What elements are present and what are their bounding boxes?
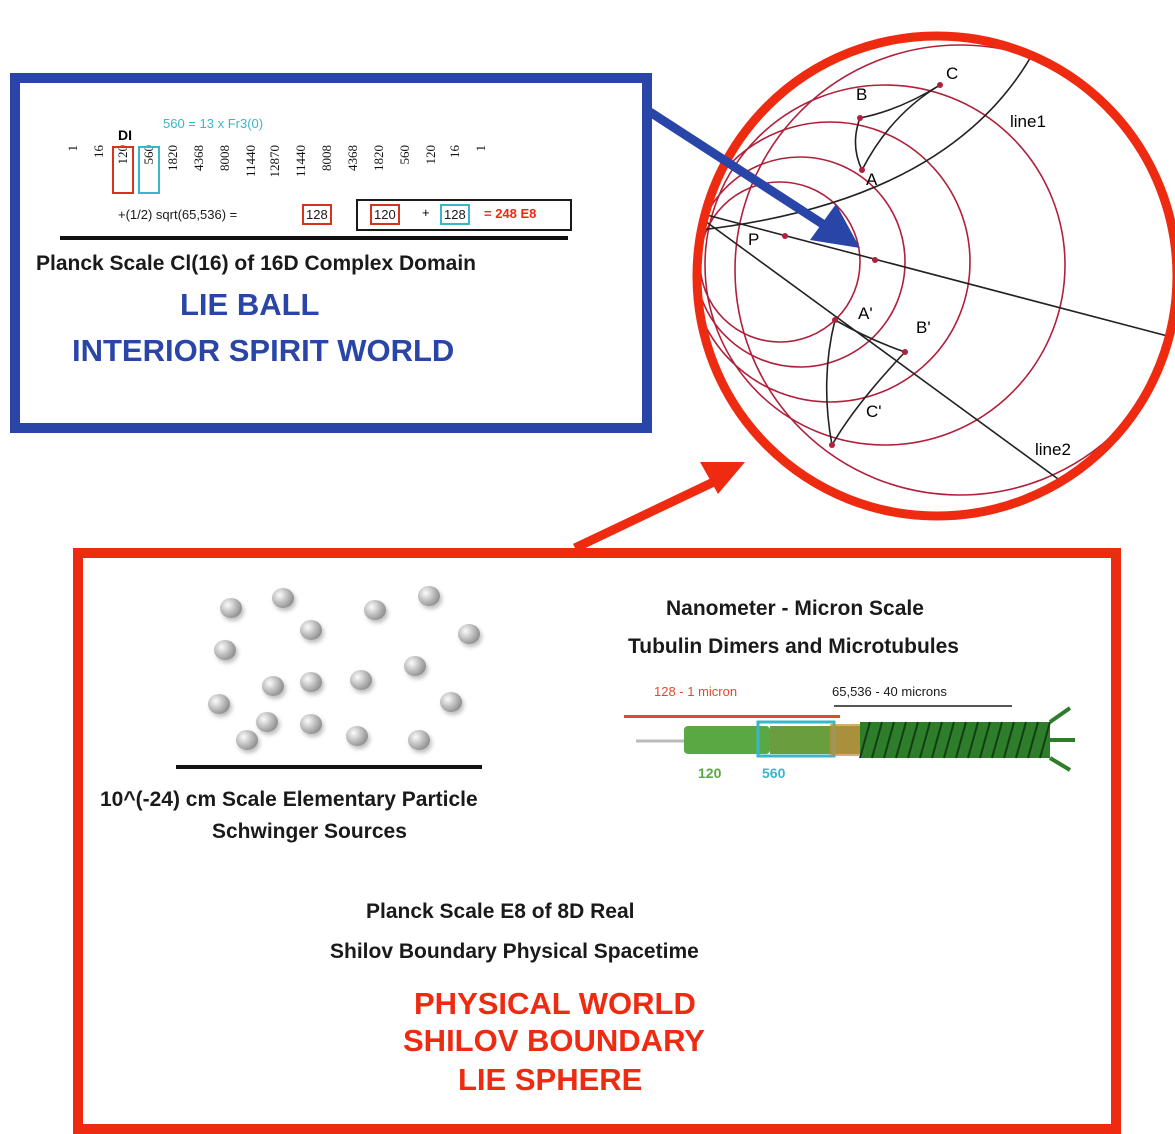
red-arrow-shaft [573, 473, 724, 553]
arc-b-c-prime [831, 351, 906, 446]
line1 [699, 39, 1041, 231]
divider [60, 236, 568, 240]
particles-caption-2: Schwinger Sources [212, 820, 407, 843]
particle [262, 676, 284, 696]
arc-a-b-prime [834, 319, 906, 353]
inner-circle-1 [704, 84, 1066, 446]
arc-ba [854, 117, 863, 171]
particle [300, 672, 322, 692]
lie-ball-heading: LIE BALL [180, 287, 320, 322]
inner-circle-2 [697, 121, 971, 403]
scale-label-red: 128 - 1 micron [654, 684, 738, 699]
particle [272, 588, 294, 608]
particle [364, 600, 386, 620]
blue-arrow-shaft [647, 108, 838, 236]
label-teal: 560 [762, 765, 786, 781]
particle [440, 692, 462, 712]
label-line2: line2 [1035, 440, 1071, 459]
particle [214, 640, 236, 660]
lie-ball-panel [10, 73, 652, 433]
particle [408, 730, 430, 750]
planck-text-2: Shilov Boundary Physical Spacetime [330, 940, 699, 963]
planck-text-1: Planck Scale E8 of 8D Real [366, 900, 635, 923]
label-green: 120 [698, 765, 722, 781]
sum-b: 128 [440, 204, 470, 225]
sum-frame [356, 199, 572, 231]
interior-spirit-world-heading: INTERIOR SPIRIT WORLD [72, 333, 455, 368]
label-a-prime: A' [858, 304, 873, 323]
teal-formula: 560 = 13 x Fr3(0) [163, 116, 264, 131]
label-b: B [856, 85, 868, 104]
microtubule-illustration [636, 706, 1075, 772]
particle [404, 656, 426, 676]
particle [300, 714, 322, 734]
particle-divider [176, 765, 482, 769]
sum-a: 120 [370, 204, 400, 225]
particle [346, 726, 368, 746]
red-arrow-head [700, 462, 745, 494]
lie-sphere-circle [692, 31, 1175, 521]
particle [256, 712, 278, 732]
tubulin-title-1: Nanometer - Micron Scale [666, 597, 924, 620]
particle [220, 598, 242, 618]
line2 [697, 209, 1081, 496]
panel-title: Planck Scale Cl(16) of 16D Complex Domai… [36, 252, 476, 275]
label-line1: line1 [1010, 112, 1046, 131]
particle [458, 624, 480, 644]
physical-world-heading: PHYSICAL WORLD [414, 986, 696, 1021]
arc-a-c-prime [825, 319, 836, 446]
particle [350, 670, 372, 690]
tubulin-title-2: Tubulin Dimers and Microtubules [628, 635, 959, 658]
blue-arrow-head [810, 204, 860, 248]
particle [418, 586, 440, 606]
particle [208, 694, 230, 714]
label-c-prime: C' [866, 402, 882, 421]
scale-label-dark: 65,536 - 40 microns [832, 684, 947, 699]
label-a: A [866, 170, 878, 189]
shilov-boundary-heading: SHILOV BOUNDARY [403, 1023, 705, 1058]
scale-bar-red [624, 715, 840, 718]
box-560-highlight [138, 146, 160, 194]
sqrt-result: 128 [302, 204, 332, 225]
particle [236, 730, 258, 750]
sum-plus: + [422, 205, 430, 220]
box-120-highlight [112, 146, 134, 194]
outer-ring [734, 44, 1175, 496]
di-label: DI [118, 127, 132, 143]
sum-result: = 248 E8 [484, 206, 537, 221]
particles-caption-1: 10^(-24) cm Scale Elementary Particle [100, 788, 478, 811]
arc-ca [861, 84, 941, 171]
label-c: C [946, 64, 959, 83]
scale-bar-dark [834, 705, 1012, 707]
line-horizontal [697, 207, 1175, 339]
sqrt-formula: +(1/2) sqrt(65,536) = [118, 207, 238, 222]
lie-sphere-heading: LIE SPHERE [458, 1062, 643, 1097]
particle [300, 620, 322, 640]
inner-circle-3 [697, 156, 906, 368]
label-p: P [748, 230, 760, 249]
label-b-prime: B' [916, 318, 931, 337]
